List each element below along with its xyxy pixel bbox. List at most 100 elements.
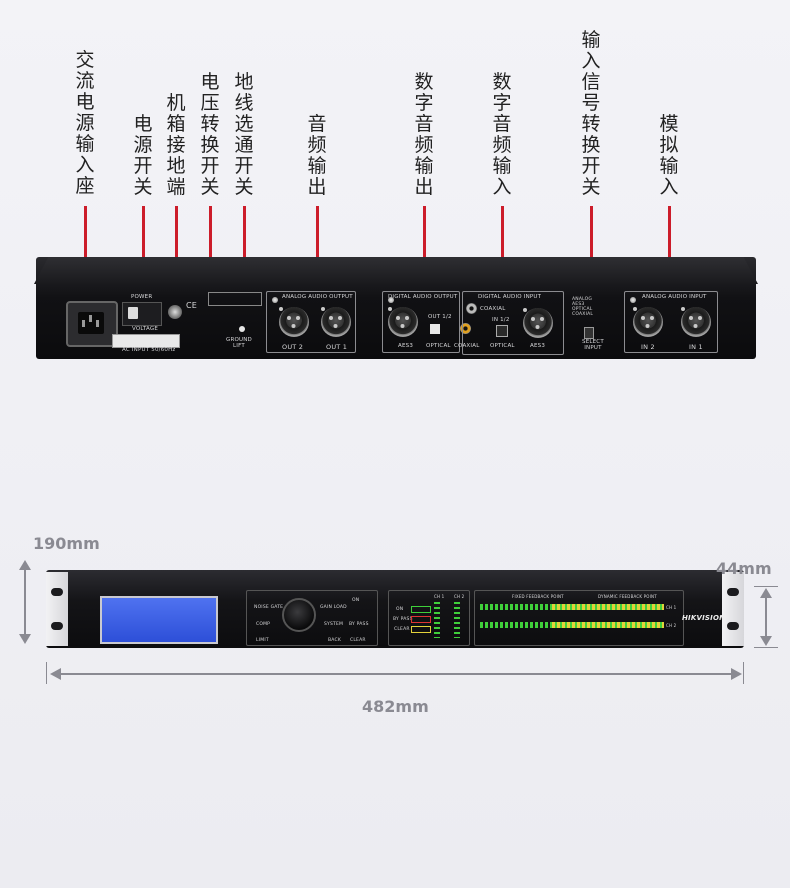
ac-socket-inner xyxy=(78,312,104,334)
rack-ear-right xyxy=(722,572,744,646)
rack-hole xyxy=(727,588,739,596)
height-arrow-top xyxy=(760,588,772,598)
select-input-label: SELECT INPUT xyxy=(582,339,604,351)
clear-button[interactable] xyxy=(411,626,431,633)
xlr-out-2[interactable] xyxy=(279,307,309,337)
label-ground-lift: 地 线 选 通 开 关 xyxy=(234,71,254,198)
digital-input-label: DIGITAL AUDIO INPUT xyxy=(478,294,542,300)
noise-gate-label: NOISE GATE xyxy=(254,605,284,610)
rack-hole xyxy=(51,588,63,596)
power-label: POWER xyxy=(131,294,153,300)
lcd-screen xyxy=(100,596,218,644)
optical-in-label: OPTICAL xyxy=(490,343,515,349)
label-chassis-ground: 机 箱 接 地 端 xyxy=(166,92,186,198)
width-line xyxy=(52,673,738,675)
meter-row-ch1-yellow xyxy=(552,604,664,610)
xlr-in-1[interactable] xyxy=(681,307,711,337)
clear-label-top: CLEAR xyxy=(350,638,366,643)
digital-input-box xyxy=(462,291,564,355)
xlr-aes3-in[interactable] xyxy=(523,308,553,338)
xlr-out-1[interactable] xyxy=(321,307,351,337)
label-audio-out: 音 频 输 出 xyxy=(307,113,327,198)
label-digital-audio-in: 数 字 音 频 输 入 xyxy=(492,71,512,198)
status-leds xyxy=(434,602,464,638)
ac-pin xyxy=(82,320,85,327)
ground-lift-switch[interactable] xyxy=(239,326,245,332)
digital-output-label: DIGITAL AUDIO OUTPUT xyxy=(388,294,458,300)
ac-socket[interactable] xyxy=(66,301,118,347)
ce-mark: CE xyxy=(186,301,198,310)
aes3-in-label: AES3 xyxy=(530,343,546,349)
in1-label: IN 1 xyxy=(689,343,703,351)
on-label: ON xyxy=(396,607,404,612)
ch1-meter-label: CH 1 xyxy=(666,605,677,610)
rack-ear-left xyxy=(46,572,68,646)
ac-input-label: AC INPUT 50/60Hz xyxy=(122,347,176,353)
height-tick-bottom xyxy=(754,647,778,648)
depth-arrow-bottom xyxy=(19,634,31,644)
label-digital-audio-out: 数 字 音 频 输 出 xyxy=(414,71,434,198)
in2-label: IN 2 xyxy=(641,343,655,351)
main-knob[interactable] xyxy=(282,598,316,632)
rack-hole xyxy=(51,622,63,630)
label-ac-input: 交 流 电 源 输 入 座 xyxy=(75,49,95,197)
optical-out-port[interactable] xyxy=(430,324,440,334)
depth-label: 190mm xyxy=(33,534,100,553)
height-label: 44mm xyxy=(716,559,772,578)
clear-label: CLEAR xyxy=(394,627,410,632)
screw xyxy=(630,297,636,303)
brand-logo: HIKVISION xyxy=(682,614,726,622)
aes3-out-label: AES3 xyxy=(398,343,414,349)
chassis-ground-terminal[interactable] xyxy=(168,305,182,319)
ch2-status-label: CH 2 xyxy=(454,594,465,599)
width-tick-right xyxy=(743,662,744,684)
system-label: SYSTEM xyxy=(324,622,344,627)
rear-top-lip xyxy=(34,257,758,284)
in12-label: IN 1/2 xyxy=(492,317,510,323)
bypass-label-top: BY PASS xyxy=(349,622,369,627)
analog-input-box xyxy=(624,291,718,353)
power-switch[interactable] xyxy=(128,307,138,319)
coaxial-in-port[interactable] xyxy=(466,303,477,314)
warning-label xyxy=(208,292,262,306)
input-select-switch[interactable] xyxy=(584,327,594,339)
coaxial-in-label: COAXIAL xyxy=(480,306,506,312)
bypass-button[interactable] xyxy=(411,616,431,623)
ch2-meter-label: CH 2 xyxy=(666,623,677,628)
gain-load-label: GAIN LOAD xyxy=(320,605,347,610)
out1-label: OUT 1 xyxy=(326,343,348,351)
screw xyxy=(272,297,278,303)
optical-out-label: OPTICAL xyxy=(426,343,451,349)
ac-pin xyxy=(96,320,99,327)
dynamic-feedback-label: DYNAMIC FEEDBACK POINT xyxy=(598,594,657,599)
height-line xyxy=(765,590,767,644)
depth-line xyxy=(24,562,26,642)
meter-row-ch2-yellow xyxy=(552,622,664,628)
fixed-feedback-label: FIXED FEEDBACK POINT xyxy=(512,594,564,599)
out12-label: OUT 1/2 xyxy=(428,314,452,320)
select-options-label: ANALOG AES3 OPTICAL COAXIAL xyxy=(572,297,594,317)
label-power-switch: 电 源 开 关 xyxy=(133,113,153,198)
limit-label: LIMIT xyxy=(256,638,269,643)
digital-output-box xyxy=(382,291,460,353)
voltage-switch[interactable] xyxy=(112,334,180,348)
on-button[interactable] xyxy=(411,606,431,613)
width-arrow-left xyxy=(50,668,61,680)
optical-in-port[interactable] xyxy=(496,325,508,337)
xlr-in-2[interactable] xyxy=(633,307,663,337)
coaxial-out-port[interactable] xyxy=(460,323,471,334)
voltage-label: VOLTAGE xyxy=(132,326,159,332)
screw xyxy=(388,297,394,303)
comp-label: COMP xyxy=(256,622,271,627)
analog-output-box xyxy=(266,291,356,353)
xlr-aes3-out[interactable] xyxy=(388,307,418,337)
control-section xyxy=(246,590,378,646)
back-label: BACK xyxy=(328,638,341,643)
ground-lift-label: GROUND LIFT xyxy=(226,337,252,349)
ch1-status-label: CH 1 xyxy=(434,594,445,599)
out2-label: OUT 2 xyxy=(282,343,304,351)
rear-panel: POWER VOLTAGE CE AC INPUT 50/60Hz GROUND… xyxy=(34,257,758,359)
rack-hole xyxy=(727,622,739,630)
on-label-top: ON xyxy=(352,598,360,603)
front-panel: NOISE GATE COMP LIMIT GAIN LOAD SYSTEM B… xyxy=(46,570,744,648)
